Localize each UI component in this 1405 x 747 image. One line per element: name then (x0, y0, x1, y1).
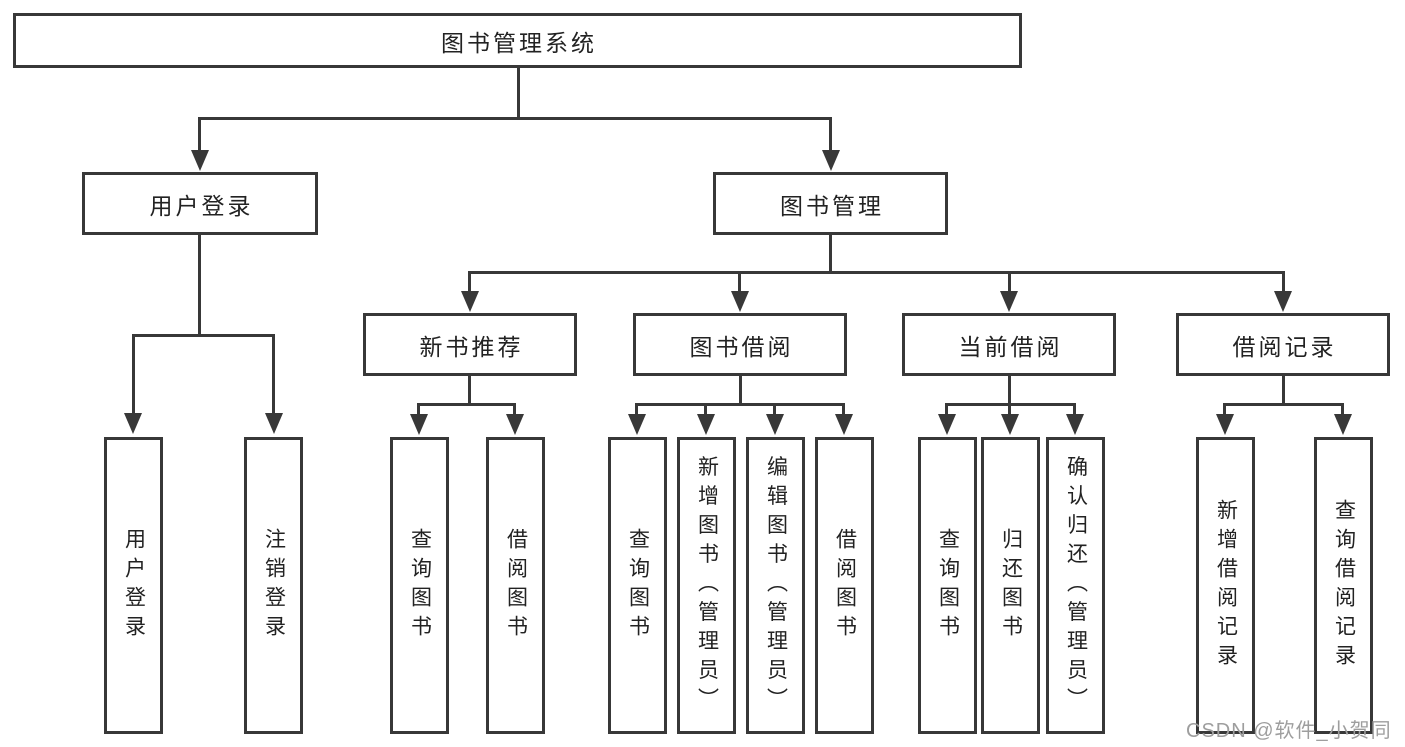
leaf-logout: 注销登录 (244, 437, 303, 734)
arrow-down-icon (506, 414, 524, 435)
edge-borrow-bar (635, 403, 845, 406)
csdn-watermark: CSDN @软件_小贺同学 (1186, 720, 1392, 742)
leaf-label: 注销登录 (262, 527, 286, 644)
edge-userlogin-bar (132, 334, 275, 337)
leaf-edit-book-admin: 编辑图书（管理员） (746, 437, 805, 734)
arrow-down-icon (1000, 291, 1018, 312)
leaf-label: 借阅图书 (833, 527, 857, 644)
edge-records-bar (1223, 403, 1344, 406)
leaf-label: 新增图书（管理员） (695, 455, 719, 716)
edge-newbook-stem (468, 376, 471, 406)
arrow-down-icon (124, 413, 142, 434)
arrow-down-icon (1274, 291, 1292, 312)
edge-current-shaft-2 (1008, 403, 1011, 415)
leaf-label: 查询借阅记录 (1332, 498, 1356, 673)
edge-borrow-stem (739, 376, 742, 406)
arrow-down-icon (1334, 414, 1352, 435)
leaf-label: 确认归还（管理员） (1064, 455, 1088, 716)
leaf-query-borrow-record: 查询借阅记录 (1314, 437, 1373, 734)
edge-borrow-shaft-4 (842, 403, 845, 415)
arrow-down-icon (697, 414, 715, 435)
node-book-borrow: 图书借阅 (633, 313, 847, 376)
node-label: 图书借阅 (689, 333, 794, 360)
leaf-label: 查询图书 (936, 527, 960, 644)
arrow-down-icon (410, 414, 428, 435)
arrow-down-icon (822, 150, 840, 171)
arrow-down-icon (628, 414, 646, 435)
edge-current-shaft-3 (1073, 403, 1076, 415)
leaf-query-book-current: 查询图书 (918, 437, 977, 734)
node-label: 图书管理系统 (441, 29, 597, 56)
node-new-book-recommend: 新书推荐 (363, 313, 577, 376)
node-user-login: 用户登录 (82, 172, 318, 235)
edge-userlogin-shaft-1 (132, 334, 135, 414)
edge-newbook-shaft-2 (513, 403, 516, 415)
arrow-down-icon (461, 291, 479, 312)
leaf-label: 借阅图书 (504, 527, 528, 644)
arrow-down-icon (1216, 414, 1234, 435)
edge-newbook-bar (417, 403, 516, 406)
leaf-query-book-borrow: 查询图书 (608, 437, 667, 734)
edge-userlogin-stem (198, 235, 201, 336)
leaf-label: 查询图书 (626, 527, 650, 644)
edge-root-arrow-shaft-right (829, 117, 832, 151)
leaf-add-borrow-record: 新增借阅记录 (1196, 437, 1255, 734)
edge-root-arrow-shaft-left (198, 117, 201, 151)
edge-bookmgmt-shaft-3 (1008, 271, 1011, 292)
edge-borrow-shaft-2 (704, 403, 707, 415)
edge-records-shaft-1 (1223, 403, 1226, 415)
leaf-label: 编辑图书（管理员） (764, 455, 788, 716)
edge-newbook-shaft-1 (417, 403, 420, 415)
arrow-down-icon (1066, 414, 1084, 435)
edge-borrow-shaft-1 (635, 403, 638, 415)
arrow-down-icon (191, 150, 209, 171)
node-label: 新书推荐 (419, 333, 524, 360)
edge-records-shaft-2 (1341, 403, 1344, 415)
edge-userlogin-shaft-2 (272, 334, 275, 414)
node-label: 用户登录 (149, 192, 254, 219)
edge-borrow-shaft-3 (773, 403, 776, 415)
edge-bookmgmt-shaft-2 (738, 271, 741, 292)
leaf-borrow-book-recommend: 借阅图书 (486, 437, 545, 734)
arrow-down-icon (766, 414, 784, 435)
leaf-label: 新增借阅记录 (1214, 498, 1238, 673)
edge-current-shaft-1 (945, 403, 948, 415)
leaf-label: 归还图书 (999, 527, 1023, 644)
leaf-borrow-book: 借阅图书 (815, 437, 874, 734)
edge-root-bar (198, 117, 832, 120)
arrow-down-icon (1001, 414, 1019, 435)
leaf-label: 查询图书 (408, 527, 432, 644)
arrow-down-icon (938, 414, 956, 435)
edge-records-stem (1282, 376, 1285, 406)
edge-bookmgmt-shaft-1 (468, 271, 471, 292)
node-library-system-root: 图书管理系统 (13, 13, 1022, 68)
node-label: 借阅记录 (1232, 333, 1337, 360)
edge-bookmgmt-stem (829, 235, 832, 274)
arrow-down-icon (835, 414, 853, 435)
node-label: 当前借阅 (958, 333, 1063, 360)
node-current-borrow: 当前借阅 (902, 313, 1116, 376)
node-label: 图书管理 (780, 192, 884, 219)
node-borrow-records: 借阅记录 (1176, 313, 1390, 376)
leaf-confirm-return-admin: 确认归还（管理员） (1046, 437, 1105, 734)
leaf-return-book: 归还图书 (981, 437, 1040, 734)
edge-bookmgmt-bar (468, 271, 1285, 274)
leaf-query-book-recommend: 查询图书 (390, 437, 449, 734)
arrow-down-icon (265, 413, 283, 434)
leaf-label: 用户登录 (122, 527, 146, 644)
leaf-add-book-admin: 新增图书（管理员） (677, 437, 736, 734)
edge-root-stem (517, 68, 520, 118)
node-book-management: 图书管理 (713, 172, 948, 235)
leaf-user-login: 用户登录 (104, 437, 163, 734)
arrow-down-icon (731, 291, 749, 312)
edge-bookmgmt-shaft-4 (1282, 271, 1285, 292)
edge-current-stem (1008, 376, 1011, 406)
